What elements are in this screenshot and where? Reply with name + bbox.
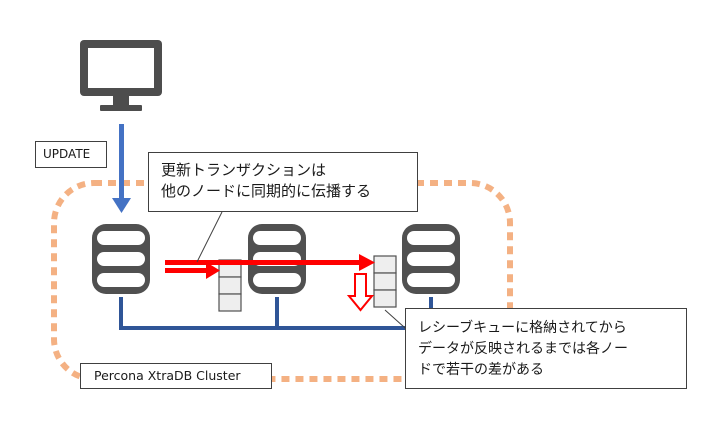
- apply-arrow: [346, 273, 375, 312]
- queue-icon: [218, 259, 242, 312]
- database-icon: [402, 224, 460, 294]
- cluster-label: Percona XtraDB Cluster: [80, 363, 272, 389]
- database-icon: [248, 224, 306, 294]
- sync-callout-line: 他のノードに同期的に伝播する: [161, 182, 372, 200]
- queue-callout-line: データが反映されるまでは各ノー: [418, 341, 628, 357]
- replication-arrow: [165, 254, 375, 271]
- sync-callout-line: 更新トランザクションは: [161, 161, 327, 179]
- queue-callout-line: レシーブキューに格納されてから: [418, 320, 627, 336]
- queue-callout-line: ドで若干の差がある: [418, 362, 544, 378]
- sync-callout: 更新トランザクションは 他のノードに同期的に伝播する: [148, 152, 418, 212]
- replication-arrow: [165, 262, 220, 279]
- update-arrow: [112, 124, 131, 213]
- queue-callout: レシーブキューに格納されてから データが反映されるまでは各ノー ドで若干の差があ…: [405, 308, 687, 389]
- database-icon: [92, 224, 150, 294]
- monitor-icon: [80, 40, 162, 111]
- callout-pointer: [196, 211, 223, 263]
- update-label: UPDATE: [35, 141, 107, 168]
- queue-icon: [373, 255, 397, 308]
